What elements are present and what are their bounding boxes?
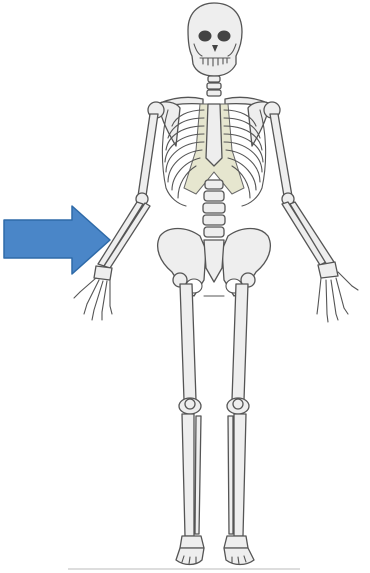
left-fibula [228, 416, 233, 534]
arrow-right-icon [4, 206, 110, 274]
right-humerus [138, 114, 158, 196]
right-femur [180, 284, 196, 400]
left-hand [317, 272, 358, 322]
left-leg [224, 284, 254, 565]
right-foot [176, 548, 204, 565]
left-femur [232, 284, 248, 400]
right-ulna [104, 203, 150, 268]
left-ulna [282, 202, 326, 265]
right-arm [94, 102, 164, 280]
cervical-spine [207, 76, 221, 96]
left-humerus [270, 114, 292, 196]
right-fibula [195, 416, 201, 534]
left-arm [264, 102, 338, 278]
right-hand [74, 278, 112, 320]
left-radius [290, 202, 334, 265]
right-tibia [182, 414, 194, 536]
pelvis [158, 229, 271, 297]
left-tibia [234, 414, 246, 536]
right-leg [176, 284, 204, 565]
lumbar-spine [203, 180, 225, 237]
skull [188, 3, 242, 76]
right-radius [98, 202, 143, 266]
